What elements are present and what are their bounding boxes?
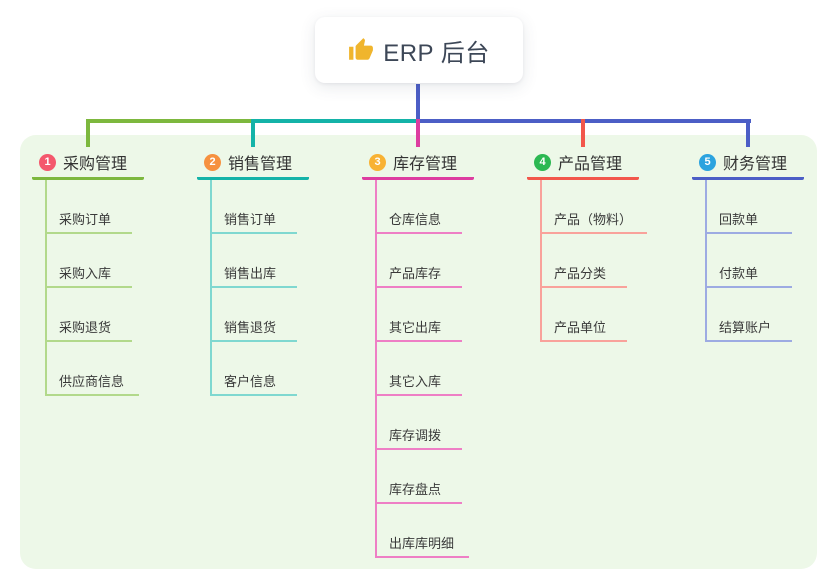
child-node[interactable]: 销售退货	[212, 288, 297, 342]
drop-line-inventory	[416, 119, 420, 147]
branch-purchase-node[interactable]: 1 采购管理	[32, 147, 144, 180]
child-label: 销售退货	[224, 320, 277, 335]
branch-label: 采购管理	[63, 156, 128, 173]
child-label: 销售出库	[224, 266, 277, 281]
child-node[interactable]: 其它出库	[377, 288, 462, 342]
branch-product-node[interactable]: 4 产品管理	[527, 147, 639, 180]
branch-number-badge: 3	[369, 153, 386, 171]
branch-inventory: 3 库存管理 仓库信息 产品库存 其它出库 其它入库 库存调拨 库存盘点 出库库…	[362, 147, 474, 558]
root-connector-line	[416, 84, 420, 123]
branch-label: 产品管理	[558, 156, 623, 173]
branch-purchase-children: 采购订单 采购入库 采购退货 供应商信息	[45, 180, 144, 396]
bus-line-sales	[251, 119, 419, 123]
child-label: 供应商信息	[59, 374, 125, 389]
child-node[interactable]: 产品单位	[542, 288, 627, 342]
child-label: 库存盘点	[389, 482, 442, 497]
drop-line-purchase	[86, 119, 90, 147]
branch-finance-children: 回款单 付款单 结算账户	[705, 180, 804, 342]
branch-sales-children: 销售订单 销售出库 销售退货 客户信息	[210, 180, 309, 396]
branch-sales: 2 销售管理 销售订单 销售出库 销售退货 客户信息	[197, 147, 309, 396]
child-label: 产品单位	[554, 320, 607, 335]
branch-label: 库存管理	[393, 156, 458, 173]
child-node[interactable]: 库存调拨	[377, 396, 462, 450]
child-node[interactable]: 销售出库	[212, 234, 297, 288]
branch-sales-node[interactable]: 2 销售管理	[197, 147, 309, 180]
child-label: 采购订单	[59, 212, 112, 227]
child-node[interactable]: 采购退货	[47, 288, 132, 342]
branch-label: 财务管理	[723, 156, 788, 173]
child-node[interactable]: 产品（物料）	[542, 180, 648, 234]
branch-product: 4 产品管理 产品（物料） 产品分类 产品单位	[527, 147, 648, 342]
child-node[interactable]: 回款单	[707, 180, 792, 234]
branch-number-badge: 5	[699, 153, 716, 171]
branch-number-badge: 4	[534, 153, 551, 171]
child-node[interactable]: 仓库信息	[377, 180, 462, 234]
child-label: 回款单	[719, 212, 759, 227]
child-node[interactable]: 付款单	[707, 234, 792, 288]
branch-finance-node[interactable]: 5 财务管理	[692, 147, 804, 180]
child-label: 结算账户	[719, 320, 772, 335]
child-label: 其它入库	[389, 374, 442, 389]
branch-number-badge: 2	[204, 153, 221, 171]
child-node[interactable]: 产品库存	[377, 234, 462, 288]
thumbs-up-icon	[348, 37, 374, 63]
child-label: 其它出库	[389, 320, 442, 335]
child-node[interactable]: 产品分类	[542, 234, 627, 288]
child-label: 客户信息	[224, 374, 277, 389]
branch-label: 销售管理	[228, 156, 293, 173]
child-node[interactable]: 客户信息	[212, 342, 297, 396]
drop-line-product	[581, 119, 585, 147]
child-node[interactable]: 销售订单	[212, 180, 297, 234]
drop-line-sales	[251, 119, 255, 147]
child-label: 产品库存	[389, 266, 442, 281]
child-label: 产品分类	[554, 266, 607, 281]
bus-line-purchase	[86, 119, 254, 123]
child-node[interactable]: 采购订单	[47, 180, 132, 234]
child-label: 仓库信息	[389, 212, 442, 227]
child-node[interactable]: 其它入库	[377, 342, 462, 396]
child-node[interactable]: 供应商信息	[47, 342, 140, 396]
child-label: 销售订单	[224, 212, 277, 227]
child-node[interactable]: 结算账户	[707, 288, 792, 342]
branch-finance: 5 财务管理 回款单 付款单 结算账户	[692, 147, 804, 342]
child-label: 产品（物料）	[554, 212, 633, 227]
child-label: 采购退货	[59, 320, 112, 335]
branch-inventory-node[interactable]: 3 库存管理	[362, 147, 474, 180]
child-label: 采购入库	[59, 266, 112, 281]
child-node[interactable]: 库存盘点	[377, 450, 462, 504]
branch-number-badge: 1	[39, 153, 56, 171]
child-label: 库存调拨	[389, 428, 442, 443]
root-node[interactable]: ERP 后台	[315, 17, 523, 83]
branch-product-children: 产品（物料） 产品分类 产品单位	[540, 180, 648, 342]
root-label: ERP 后台	[383, 39, 490, 67]
child-node[interactable]: 出库库明细	[377, 504, 470, 558]
branch-inventory-children: 仓库信息 产品库存 其它出库 其它入库 库存调拨 库存盘点 出库库明细	[375, 180, 474, 558]
branches-panel	[20, 135, 817, 569]
child-node[interactable]: 采购入库	[47, 234, 132, 288]
branch-purchase: 1 采购管理 采购订单 采购入库 采购退货 供应商信息	[32, 147, 144, 396]
drop-line-finance	[746, 119, 750, 147]
child-label: 付款单	[719, 266, 759, 281]
child-label: 出库库明细	[389, 536, 455, 551]
